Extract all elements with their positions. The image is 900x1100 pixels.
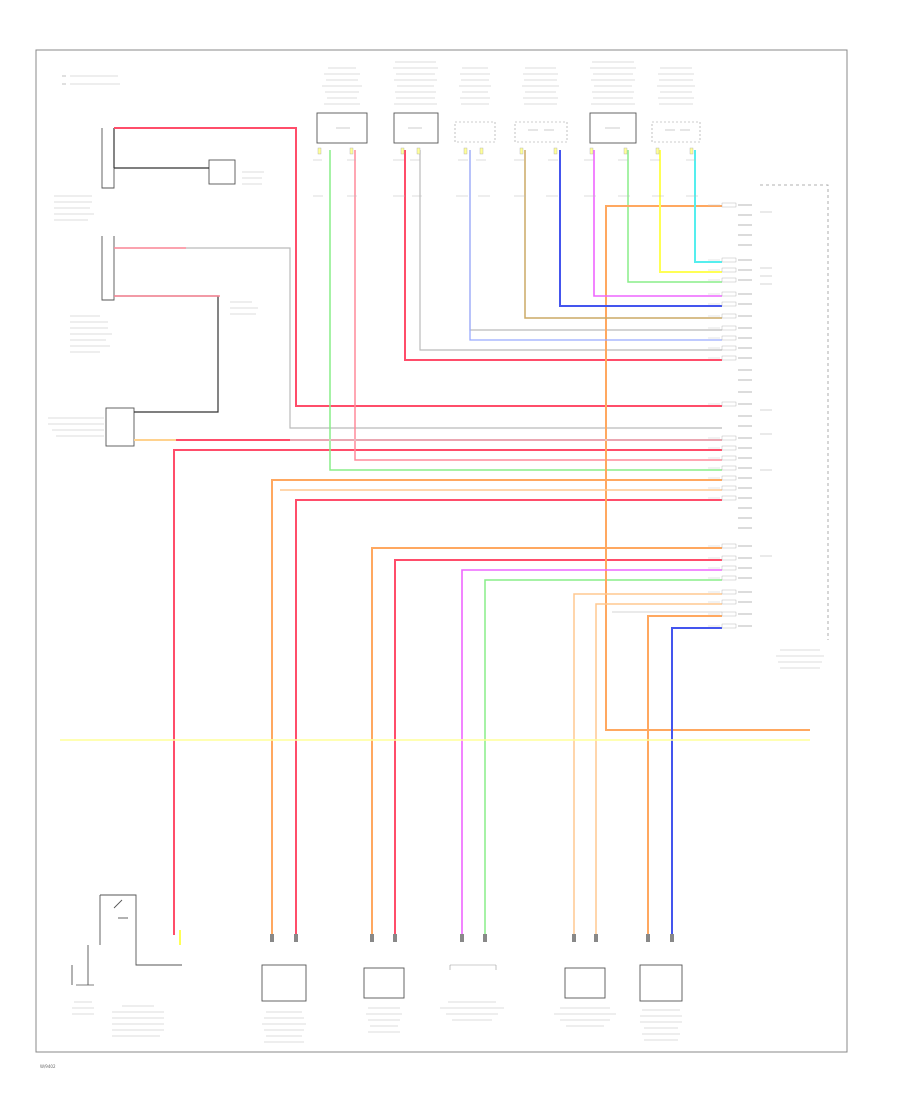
- brown-wiring: [524, 150, 722, 319]
- legend-block: [62, 75, 120, 85]
- light-blue-wiring: [469, 150, 722, 341]
- component-box-3: [589, 112, 637, 144]
- top-wire-labels: [313, 159, 698, 197]
- component-box-bottom-1: [261, 964, 307, 1002]
- violet-wiring: [461, 150, 722, 935]
- ecu-dashed-outline: [760, 184, 829, 640]
- red-wiring: [114, 127, 722, 935]
- light-gray-wiring: [290, 439, 722, 613]
- gray-wiring: [114, 150, 722, 429]
- top-label-lines: [322, 61, 695, 105]
- bottom-dashed-component: [449, 964, 497, 970]
- wire-red-box2: [404, 150, 722, 361]
- main-ecu-connector: [721, 184, 829, 669]
- pink-wiring: [114, 150, 722, 461]
- relay-box-top: [208, 159, 236, 185]
- pin-color-labels: [708, 204, 720, 627]
- wire-red-main: [114, 127, 722, 407]
- bottom-left-switch: [71, 894, 182, 985]
- bottom-connector-pins: [270, 934, 674, 942]
- bottom-label-lines: [72, 1001, 682, 1043]
- yellow-wiring: [179, 150, 722, 945]
- top-dashed-boxes: [454, 121, 701, 143]
- wire-red-bottom-2: [295, 499, 722, 935]
- footer-code: W/9402: [40, 1064, 56, 1069]
- component-box-bottom-4: [564, 967, 606, 999]
- ecu-group-labels: [760, 211, 824, 669]
- black-wiring: [113, 128, 219, 413]
- blue-wiring: [559, 150, 722, 935]
- ecu-pin-arrows: [738, 204, 752, 627]
- cyan-wiring: [694, 150, 722, 263]
- left-components: [101, 128, 236, 447]
- component-box-bottom-5: [639, 964, 683, 1002]
- wire-red-bottom-3: [394, 559, 722, 935]
- bottom-components: [261, 964, 683, 1002]
- diagram-frame: [35, 49, 848, 1053]
- component-box-bottom-2: [363, 967, 405, 999]
- light-yellow-wiring: [60, 439, 810, 741]
- top-connector-pins: [317, 147, 694, 155]
- peach-wiring: [280, 489, 722, 935]
- orange-wiring: [271, 205, 810, 935]
- sensor-box-left: [105, 407, 135, 447]
- top-component-boxes: [316, 112, 637, 144]
- left-label-lines: [48, 171, 264, 437]
- green-wiring: [329, 150, 722, 935]
- wire-red-left-vertical: [173, 449, 722, 935]
